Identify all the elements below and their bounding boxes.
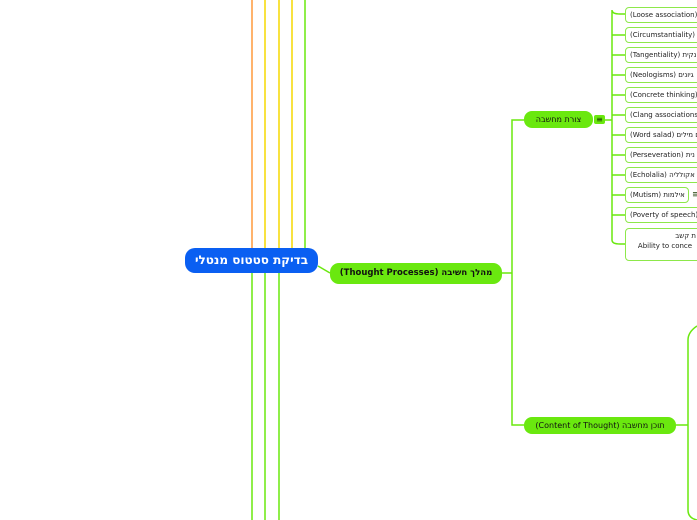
root-to-main-line: [317, 265, 331, 274]
subtopic-form-node[interactable]: צורת מחשבה: [524, 111, 593, 128]
root-node[interactable]: בדיקת סטטוס מנטלי: [185, 248, 318, 273]
menu-icon[interactable]: ≡: [594, 115, 605, 124]
leaf-node[interactable]: (Tangentiality) נקית: [625, 47, 697, 63]
subtopic-content-node[interactable]: תוכן מחשבה (Content of Thought): [524, 417, 676, 434]
leaf-node[interactable]: (Mutism) אילמות: [625, 187, 689, 203]
leaf-line: Ability to conce: [637, 242, 693, 250]
leaf-node[interactable]: (Loose association): [625, 7, 697, 23]
leaf-node[interactable]: (Word salad) ם מילים: [625, 127, 697, 143]
menu-icon[interactable]: ≡: [692, 190, 697, 200]
leaf-node[interactable]: (Perseveration) נית: [625, 147, 697, 163]
leaf-line: ת קשב: [675, 232, 696, 240]
leaf-node-multiline[interactable]: ת קשב Ability to conce: [625, 228, 697, 261]
main-topic-node[interactable]: מהלך חשיבה (Thought Processes): [330, 263, 502, 284]
main-to-sub-lines: [502, 119, 524, 426]
leaf-node[interactable]: (Neologisms) גיונים: [625, 67, 697, 83]
form-to-leaves-lines: [604, 9, 625, 245]
leaf-node[interactable]: (Poverty of speech): [625, 207, 697, 223]
leaf-node[interactable]: (Echolalia) אקולליה: [625, 167, 697, 183]
content-to-leaves-lines: [676, 325, 697, 520]
leaf-node[interactable]: (Concrete thinking): [625, 87, 697, 103]
leaf-node[interactable]: (Circumstantiality): [625, 27, 697, 43]
leaf-node[interactable]: (Clang associations: [625, 107, 697, 123]
